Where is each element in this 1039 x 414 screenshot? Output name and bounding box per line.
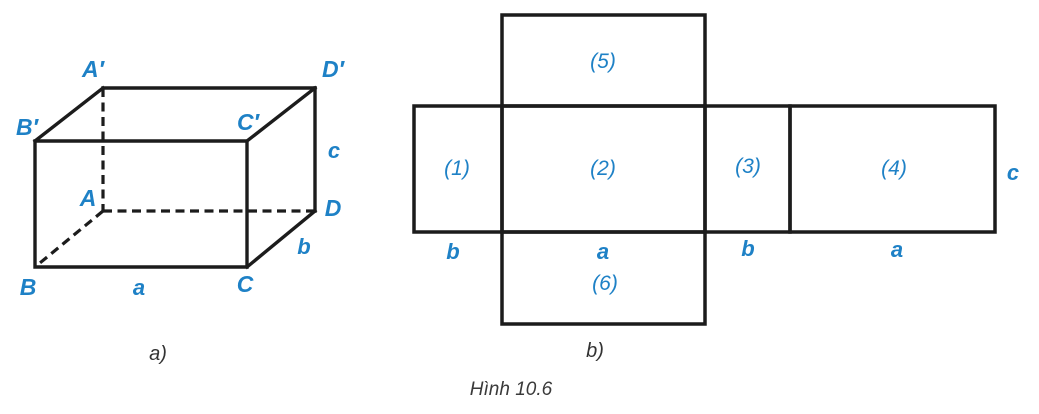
vertex-label-A-prime: A′ xyxy=(81,56,106,82)
net-dim-b-under-3: b xyxy=(741,236,754,261)
net-face-label-2: (2) xyxy=(590,157,616,180)
net-dim-c-right-4: c xyxy=(1007,160,1019,185)
net-diagram: (5) (1) (2) (3) (4) (6) b a b a c b) xyxy=(412,13,1019,362)
cuboid-edge-AB-dashed xyxy=(33,209,105,269)
cuboid-front-face xyxy=(33,139,249,269)
vertex-label-C-prime: C′ xyxy=(237,109,261,135)
net-face-label-4: (4) xyxy=(881,157,907,180)
net-dim-b-under-1: b xyxy=(446,239,459,264)
net-dim-a-under-2: a xyxy=(597,239,609,264)
cuboid-edge-CprimeDprime xyxy=(244,85,318,144)
net-dim-a-under-4: a xyxy=(891,237,903,262)
vertex-label-B: B xyxy=(20,274,37,300)
net-face-6 xyxy=(500,230,707,326)
cuboid-edge-CD xyxy=(244,208,318,270)
net-face-label-6: (6) xyxy=(592,272,618,295)
figure-caption: Hình 10.6 xyxy=(470,379,553,400)
vertex-label-D: D xyxy=(325,195,342,221)
net-face-4 xyxy=(788,104,997,234)
cuboid-dim-b: b xyxy=(297,234,310,259)
vertex-label-A: A xyxy=(79,185,97,211)
vertex-label-C: C xyxy=(237,271,254,297)
panel-a-caption: a) xyxy=(149,343,167,365)
net-face-label-5: (5) xyxy=(590,50,616,73)
cuboid-dim-c: c xyxy=(328,138,340,163)
net-face-label-1: (1) xyxy=(444,157,470,180)
cuboid-edge-BprimeAprime xyxy=(32,85,106,144)
cuboid-diagram: A′ D′ B′ C′ A D B C a b c a) xyxy=(16,56,346,365)
cuboid-dim-a: a xyxy=(133,275,145,300)
vertex-label-B-prime: B′ xyxy=(16,114,40,140)
vertex-label-D-prime: D′ xyxy=(322,56,346,82)
net-face-label-3: (3) xyxy=(735,155,761,178)
panel-b-caption: b) xyxy=(586,340,604,362)
